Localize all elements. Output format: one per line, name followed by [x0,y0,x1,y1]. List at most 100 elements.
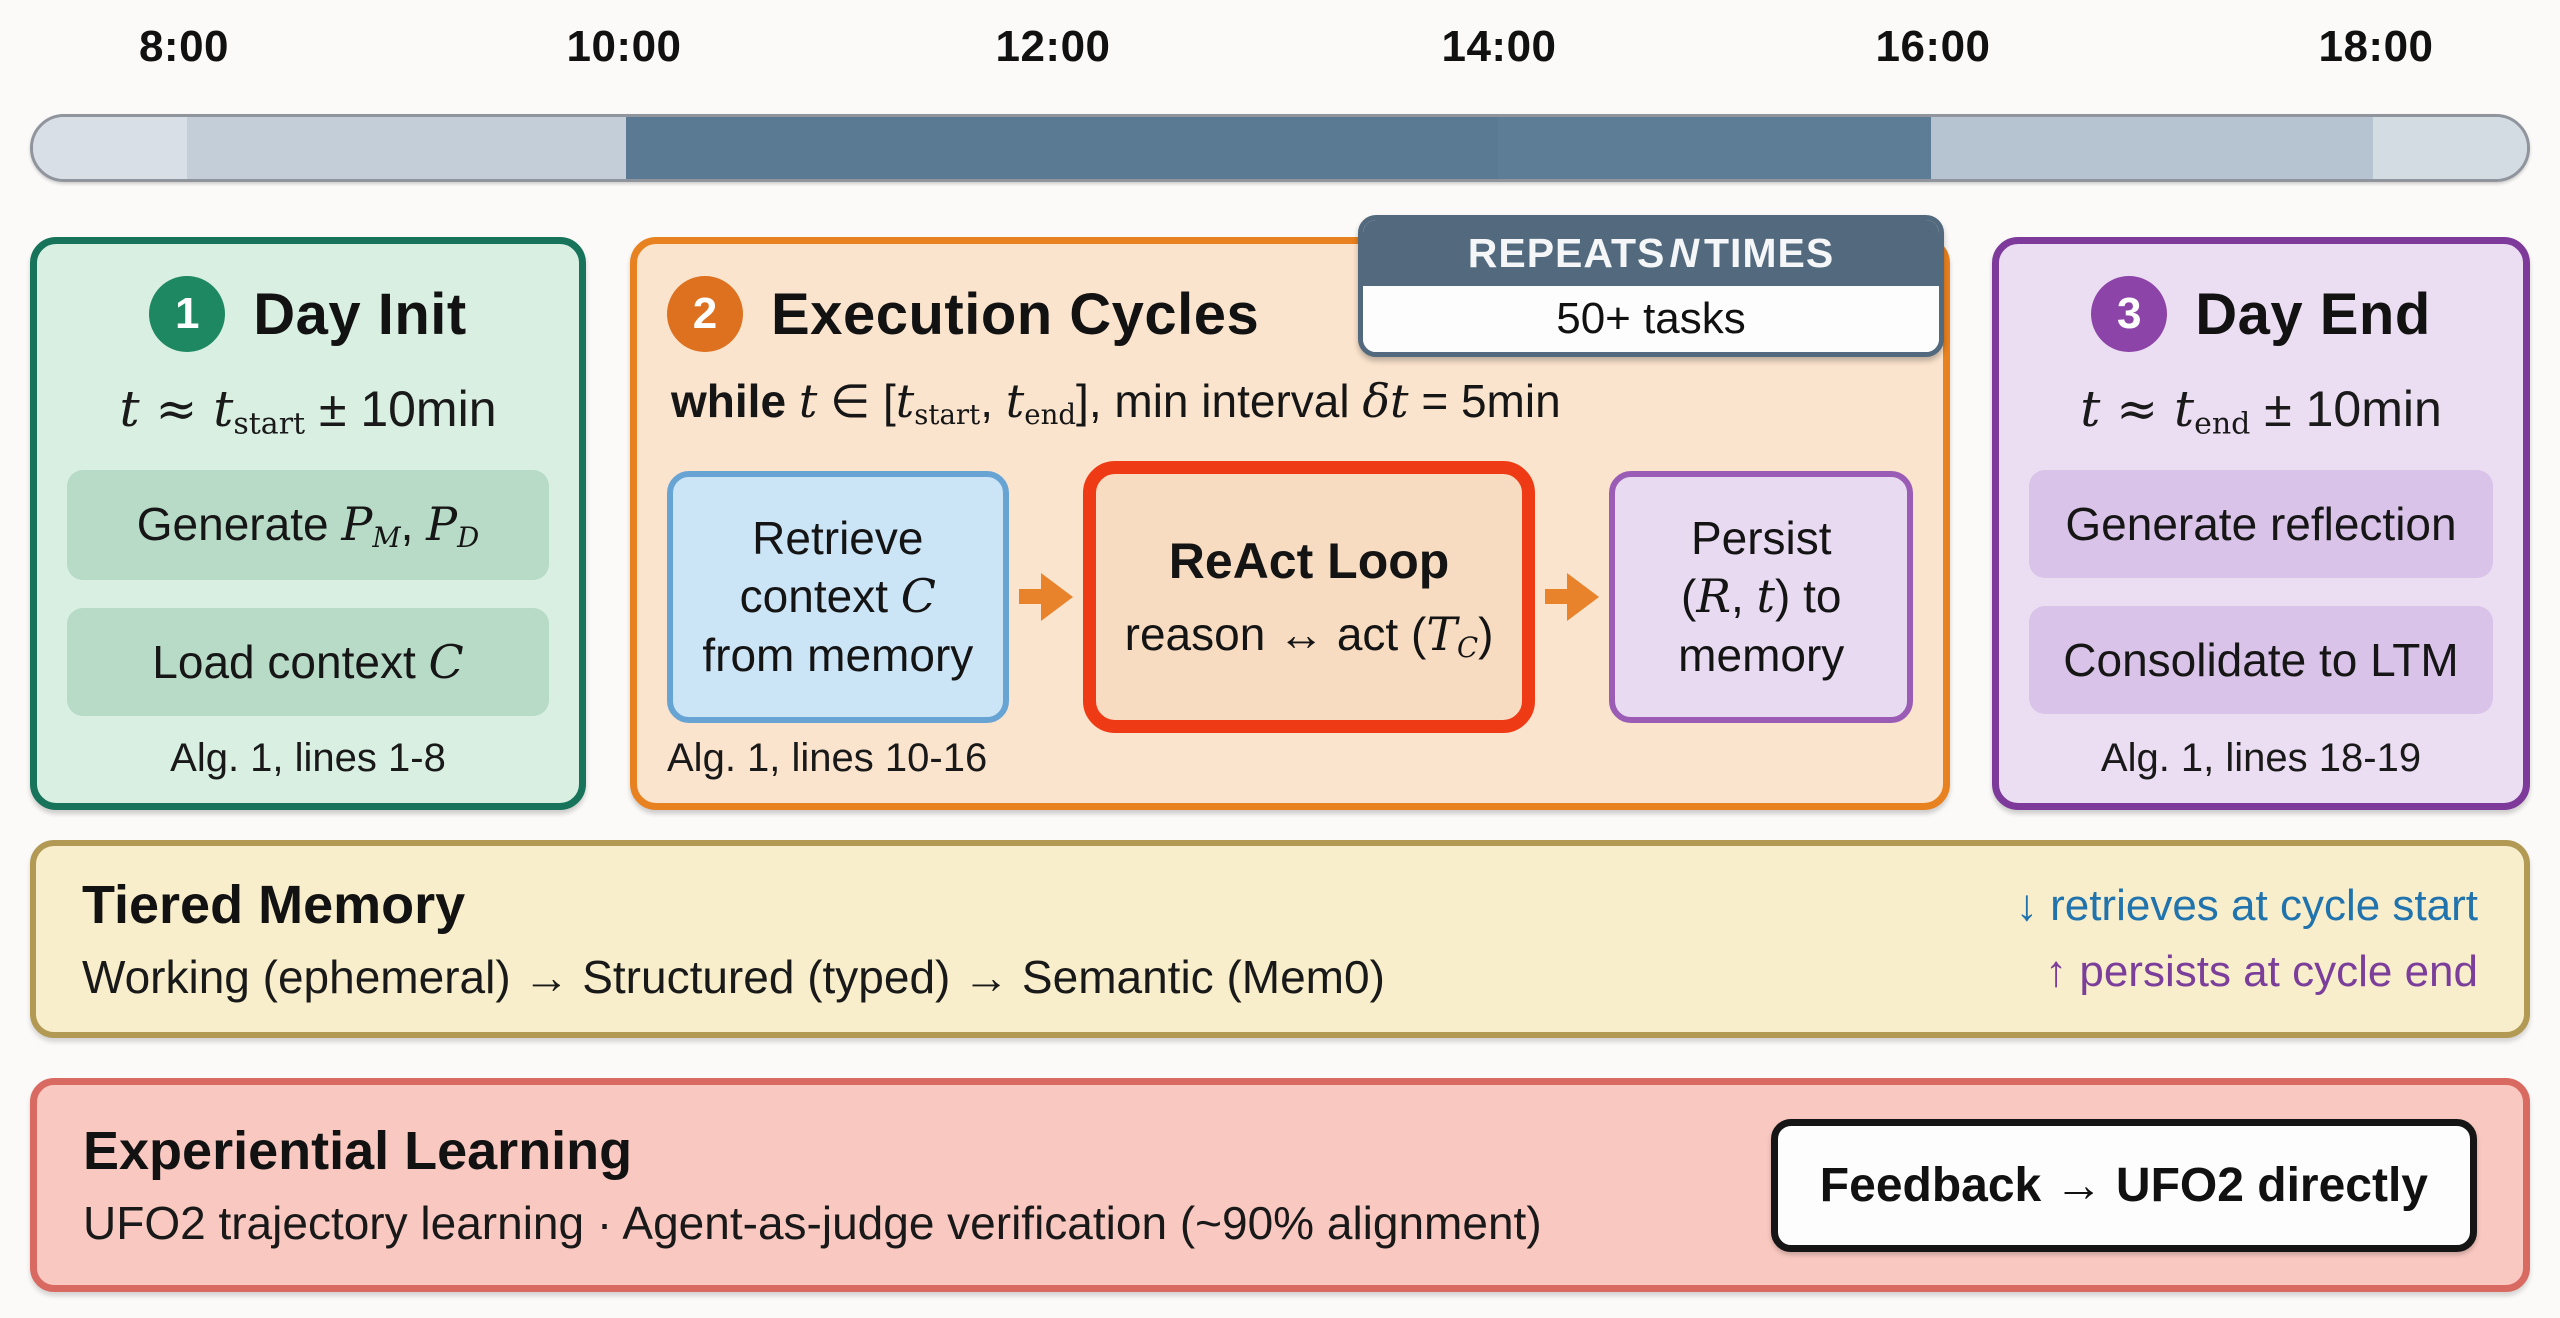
react-loop-title: ReAct Loop [1168,532,1450,589]
arrow-head [1040,572,1073,621]
math-seg: Generate [136,497,342,550]
timeline-segment [625,117,1499,179]
math-seg: ) to [1775,570,1842,623]
timeline-tick: 10:00 [566,22,682,71]
day-end-time-formula: t ≈ tend ± 10min [2080,380,2442,442]
persist-line: Persist [1690,511,1832,564]
retrieve-context-box: Retrieve context C from memory [667,470,1009,723]
retrieves-note: ↓ retrieves at cycle start [2015,881,2478,930]
math-seg: C [1457,630,1479,664]
math-seg: end [2194,406,2251,442]
while-condition: while t ∈ [tstart, tend], min interval δ… [667,374,1561,431]
day-end-header: 3 Day End [2091,276,2431,352]
experiential-subtitle: UFO2 trajectory learning · Agent-as-judg… [83,1197,1542,1249]
step-1-badge: 1 [149,276,226,352]
math-seg: P [341,496,373,551]
timeline-segment [1931,117,2374,179]
math-seg: , [980,375,1006,427]
math-seg: reason ↔ act ( [1124,607,1427,660]
react-loop-line: reason ↔ act (TC) [1125,605,1494,665]
math-seg: ≈ [2100,380,2174,438]
execution-header: 2 Execution Cycles [667,276,1259,352]
timeline-segment [33,117,187,179]
math-seg: min interval [1114,375,1363,427]
repeats-badge-count: 50+ tasks [1363,286,1939,352]
math-seg: C [428,635,464,690]
math-seg: , [1730,570,1757,623]
persist-line: (R, t) to [1681,567,1842,626]
generate-plans-step: Generate PM, PD [67,469,549,581]
math-seg: t [1005,374,1025,428]
math-seg: t [2080,380,2101,438]
right-arrow-icon [1545,572,1600,621]
math-seg: R [1696,569,1731,624]
generate-reflection-step: Generate reflection [2029,469,2493,578]
timeline-tick-labels: 8:00 10:00 12:00 14:00 16:00 18:00 [0,22,2560,80]
repeats-badge-header: REPEATS N TIMES [1363,220,1939,286]
day-init-time-formula: t ≈ tstart ± 10min [119,380,496,442]
timeline-tick: 14:00 [1441,22,1557,71]
timeline-tick: 18:00 [2318,22,2434,71]
step-3-badge: 3 [2091,276,2168,352]
math-seg: δt [1362,374,1409,428]
math-seg: ], [1076,375,1115,427]
persist-line: memory [1678,629,1845,682]
load-context-step: Load context C [67,608,549,717]
day-end-panel: 3 Day End t ≈ tend ± 10min Generate refl… [1992,237,2530,810]
day-end-title: Day End [2195,281,2431,347]
execution-title: Execution Cycles [771,281,1260,347]
math-seg: , [400,497,427,550]
day-init-panel: 1 Day Init t ≈ tstart ± 10min Generate P… [30,237,586,810]
experiential-text: Experiential Learning UFO2 trajectory le… [83,1120,1542,1250]
retrieve-line: context C [740,567,936,626]
repeats-text: REPEATS [1467,229,1666,276]
math-seg: ± 10min [305,381,497,437]
persists-note: ↑ persists at cycle end [2045,947,2478,996]
tiered-memory-title: Tiered Memory [82,875,466,935]
timeline-segment [186,117,626,179]
timeline-segment [2373,117,2527,179]
day-init-header: 1 Day Init [149,276,467,352]
math-seg: ( [1680,570,1697,623]
math-seg: ∈ [ [817,375,896,427]
day-init-title: Day Init [253,281,467,347]
math-seg: t [2174,380,2195,438]
math-seg: t [213,380,234,438]
math-seg: ± 10min [2250,381,2442,437]
day-init-footnote: Alg. 1, lines 1-8 [170,736,446,780]
math-seg: t [798,374,818,428]
arrow-tail [1545,589,1568,605]
math-seg: D [457,520,480,554]
timeline-segment [1498,117,1932,179]
timeline-tick: 8:00 [138,22,230,71]
arrow-head [1567,572,1600,621]
math-seg: start [914,397,981,431]
math-seg: T [1426,606,1458,661]
tiered-memory-panel: Tiered Memory Working (ephemeral) → Stru… [30,840,2530,1038]
feedback-ufo2-box: Feedback → UFO2 directly [1770,1118,2477,1252]
math-seg: ) [1478,607,1494,660]
experiential-title: Experiential Learning [83,1121,633,1181]
day-end-footnote: Alg. 1, lines 18-19 [2100,736,2422,780]
arrow-tail [1018,589,1041,605]
repeats-text: TIMES [1703,229,1835,276]
math-seg: = 5min [1408,375,1561,427]
consolidate-ltm-step: Consolidate to LTM [2029,605,2493,714]
retrieve-line: from memory [702,629,974,682]
experiential-learning-panel: Experiential Learning UFO2 trajectory le… [30,1078,2530,1292]
step-2-badge: 2 [667,276,743,352]
timeline-tick: 16:00 [1875,22,1991,71]
timeline-bar [30,114,2530,182]
math-seg: t [895,374,915,428]
math-seg: while [671,375,799,427]
execution-footnote: Alg. 1, lines 10-16 [667,736,988,780]
tiered-memory-subtitle: Working (ephemeral) → Structured (typed)… [82,951,1385,1003]
repeats-badge: REPEATS N TIMES 50+ tasks [1358,215,1944,357]
tiered-memory-notes: ↓ retrieves at cycle start ↑ persists at… [2016,881,2478,997]
timeline-tick: 12:00 [995,22,1111,71]
repeats-n: N [1669,229,1700,276]
execution-flow: Retrieve context C from memory ReAct Loo… [667,460,1913,733]
math-seg: ≈ [139,380,214,438]
math-seg: t [119,380,140,438]
